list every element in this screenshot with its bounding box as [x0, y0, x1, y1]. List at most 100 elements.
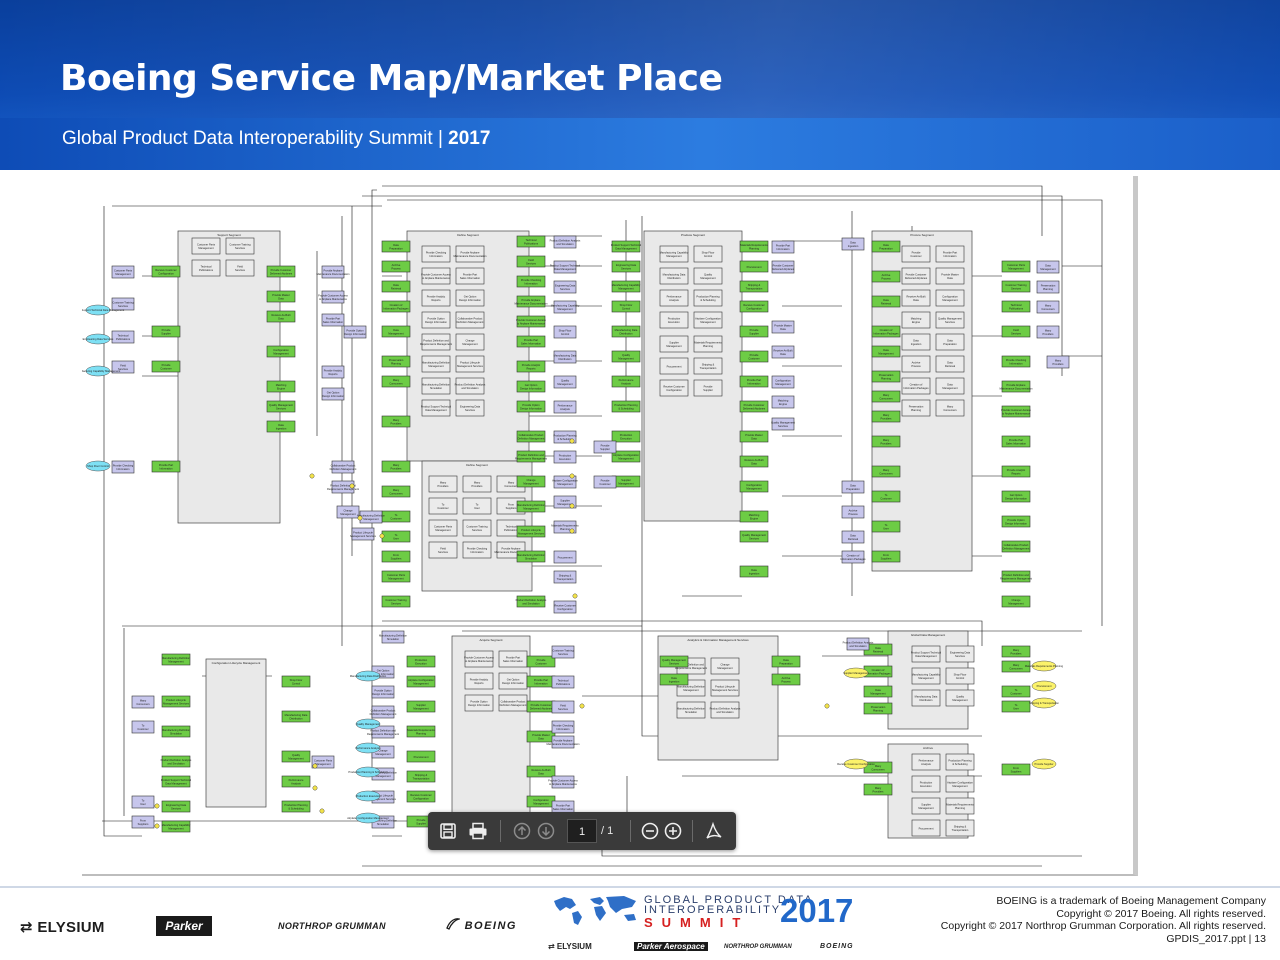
- box-label: To: [885, 523, 888, 527]
- box-label: Configuration: [746, 307, 762, 311]
- box-label: Data: [913, 298, 919, 302]
- box-label: Airplane Configuration: [408, 678, 434, 682]
- interface-box: [553, 375, 577, 389]
- zoom-in-icon[interactable]: [661, 819, 685, 843]
- service-operation-box: [611, 450, 641, 463]
- service-operation-box: [739, 480, 769, 493]
- box-label: Ingestion: [911, 342, 922, 346]
- interface-box: [336, 505, 360, 519]
- box-label: Services: [118, 367, 129, 371]
- external-endpoint-yellow: [1031, 680, 1057, 692]
- box-label: Customer Parts: [434, 525, 453, 529]
- service-box: [693, 245, 723, 263]
- service-box: [659, 245, 689, 263]
- print-icon[interactable]: [466, 819, 490, 843]
- interface-box: [1046, 355, 1070, 369]
- service-operation-box: [739, 530, 769, 543]
- service-box: [462, 519, 492, 537]
- box-label: Sales Information: [323, 320, 344, 324]
- service-box: [455, 311, 485, 329]
- box-label: Provide Checking: [521, 278, 542, 282]
- arrow-down-icon[interactable]: [534, 819, 558, 843]
- box-label: Publications: [556, 682, 571, 686]
- box-label: Supplier: [161, 332, 171, 336]
- service-box: [710, 701, 740, 719]
- box-label: Receive As-Built: [272, 313, 291, 317]
- box-label: Services: [391, 602, 402, 606]
- box-label: Engine: [779, 402, 788, 406]
- service-operation-box: [1001, 260, 1031, 273]
- box-label: Supplier: [921, 803, 931, 807]
- box-label: Consumers: [1009, 667, 1023, 671]
- service-operation-box: [526, 655, 556, 668]
- box-label: Transportation: [952, 828, 969, 832]
- box-label: Receive Customer: [743, 303, 764, 307]
- interface-box: [553, 400, 577, 414]
- external-endpoint-yellow: [843, 667, 869, 679]
- box-label: To: [885, 493, 888, 497]
- box-label: Customer Parts: [197, 243, 216, 247]
- box-label: Change: [343, 509, 353, 513]
- box-label: Provide Checking: [1006, 358, 1027, 362]
- box-label: Customer Training: [552, 649, 574, 653]
- box-label: From: [1013, 766, 1019, 770]
- interface-marker: [569, 503, 575, 509]
- mini-boeing-logo: BOEING: [820, 943, 854, 950]
- box-label: Management: [700, 276, 715, 280]
- box-label: Publications: [504, 528, 519, 532]
- service-operation-box: [406, 790, 436, 803]
- service-operation-box: [1001, 660, 1031, 673]
- service-box: [191, 259, 221, 277]
- box-label: Suppliers: [391, 557, 403, 561]
- box-label: Manufacturing Definition: [379, 634, 408, 638]
- box-label: Data: [393, 283, 399, 287]
- service-operation-box: [611, 300, 641, 313]
- service-operation-box: [871, 270, 901, 283]
- box-label: Management: [618, 482, 633, 486]
- box-label: Management: [533, 802, 548, 806]
- box-label: Provide Part: [747, 378, 762, 382]
- service-operation-box: [516, 235, 546, 248]
- box-label: Technical: [1011, 303, 1022, 307]
- box-label: Provide: [162, 328, 171, 332]
- box-label: Product Support Technical: [611, 243, 642, 247]
- box-label: Provide: [162, 363, 171, 367]
- box-label: Planning: [873, 709, 884, 713]
- box-label: Provide: [750, 353, 759, 357]
- service-box: [693, 379, 723, 397]
- box-label: Management: [700, 320, 715, 324]
- interface-box: [321, 313, 345, 327]
- service-operation-box: [516, 500, 546, 513]
- page-number-input[interactable]: 1: [567, 819, 597, 843]
- box-label: Consumers: [1041, 307, 1055, 311]
- box-label: Receive Customer: [155, 268, 176, 272]
- service-operation-box: [516, 380, 546, 393]
- box-label: Supplier: [703, 388, 713, 392]
- box-label: Management: [746, 487, 761, 491]
- service-box: [455, 245, 485, 263]
- box-label: Services: [669, 662, 680, 666]
- service-operation-box: [381, 260, 411, 273]
- arrow-up-icon[interactable]: [510, 819, 534, 843]
- box-label: Product Support Technical: [421, 405, 452, 409]
- save-icon[interactable]: [436, 819, 460, 843]
- box-label: Design Information: [322, 394, 344, 398]
- box-label: Product Lifecycle: [353, 531, 373, 535]
- box-label: Provide Customer Access: [516, 318, 546, 322]
- box-label: Provide Airplane: [461, 251, 480, 255]
- service-operation-box: [406, 725, 436, 738]
- acrobat-icon[interactable]: [702, 819, 726, 843]
- box-label: Manufacturing Capability: [162, 823, 191, 827]
- zoom-out-icon[interactable]: [638, 819, 662, 843]
- box-label: Services: [1011, 332, 1022, 336]
- box-label: Provide Master: [532, 733, 550, 737]
- service-operation-box: [281, 675, 311, 688]
- slide-subtitle: Global Product Data Interoperability Sum…: [62, 128, 490, 150]
- box-label: Many: [883, 413, 890, 417]
- box-label: Materials Requirements: [946, 803, 974, 807]
- box-label: Get Option: [1010, 493, 1023, 497]
- interface-box: [553, 550, 577, 564]
- box-label: Many: [883, 393, 890, 397]
- box-label: Receive As-Built: [745, 458, 764, 462]
- box-label: Provide Part: [326, 317, 341, 321]
